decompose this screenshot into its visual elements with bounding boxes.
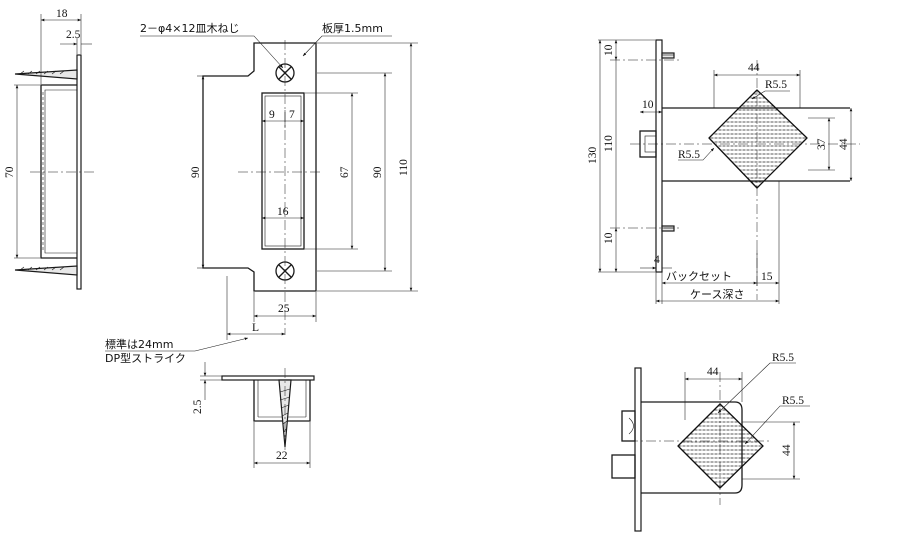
lock-dim-inner: 110 — [603, 135, 615, 152]
side-dim-flange: 2.5 — [66, 29, 81, 41]
lock-dim-37: 37 — [816, 138, 828, 150]
bottom-dim-box-width: 22 — [276, 450, 288, 462]
lock-dim-bottom: 10 — [603, 232, 615, 244]
screw-note: 2－φ4×12皿木ねじ — [140, 22, 239, 35]
screw-icon — [661, 52, 675, 59]
lock-dim-bolt-width: 44 — [748, 62, 760, 74]
lock-dim-top: 10 — [603, 44, 615, 56]
front-dim-opening-width: 16 — [277, 206, 289, 218]
backset-label: バックセット — [666, 270, 732, 283]
side-dim-width: 18 — [56, 8, 68, 20]
lock-dim-15: 15 — [761, 271, 773, 283]
screw-icon — [14, 69, 78, 80]
lock-bottom-dim-height: 44 — [781, 444, 793, 456]
bottom-dim-depth: 2.5 — [192, 399, 204, 414]
front-dim-opening-height: 67 — [339, 166, 351, 178]
lock-dim-faceplate: 4 — [654, 254, 660, 266]
front-dim-left-part: 9 — [269, 109, 275, 121]
front-dim-plate-width: 25 — [278, 303, 290, 315]
lock-dim-44-vertical: 44 — [838, 138, 850, 150]
front-dim-L: L — [252, 322, 259, 334]
front-dim-right-part: 7 — [289, 109, 295, 121]
screw-icon — [661, 225, 675, 232]
lock-bottom-dim-width: 44 — [707, 366, 719, 378]
lock-dim-bolt-small: 10 — [642, 99, 654, 111]
strike-bottom-view: 2.5 22 — [192, 362, 315, 468]
strike-front-view: 2－φ4×12皿木ねじ 板厚1.5mm 90 67 90 110 9 7 16 — [105, 21, 418, 365]
side-dim-height: 70 — [4, 166, 16, 178]
strike-type-label: DP型ストライク — [105, 351, 186, 365]
lock-bottom-radius-top: R5.5 — [772, 352, 794, 364]
front-dim-mid-height: 90 — [372, 166, 384, 178]
standard-note: 標準は24mm — [105, 337, 173, 351]
lock-bottom-view: 44 R5.5 R5.5 44 — [611, 352, 810, 532]
thickness-note: 板厚1.5mm — [322, 21, 383, 35]
lock-dim-total: 130 — [587, 147, 599, 165]
cam-section — [677, 403, 764, 489]
front-dim-total-height: 110 — [398, 159, 410, 176]
lock-dim-radius-left: R5.5 — [678, 149, 700, 161]
cam-section — [708, 89, 808, 189]
lock-side-view: 44 R5.5 R5.5 10 37 44 10 10 130 110 — [587, 39, 860, 304]
front-dim-outer-height: 90 — [190, 166, 202, 178]
lock-dim-radius-top: R5.5 — [765, 79, 787, 91]
case-depth-label: ケース深さ — [690, 288, 744, 301]
strike-side-view: 18 2.5 70 — [4, 8, 95, 290]
screw-icon — [14, 265, 78, 276]
lock-bottom-radius-right: R5.5 — [782, 395, 804, 407]
